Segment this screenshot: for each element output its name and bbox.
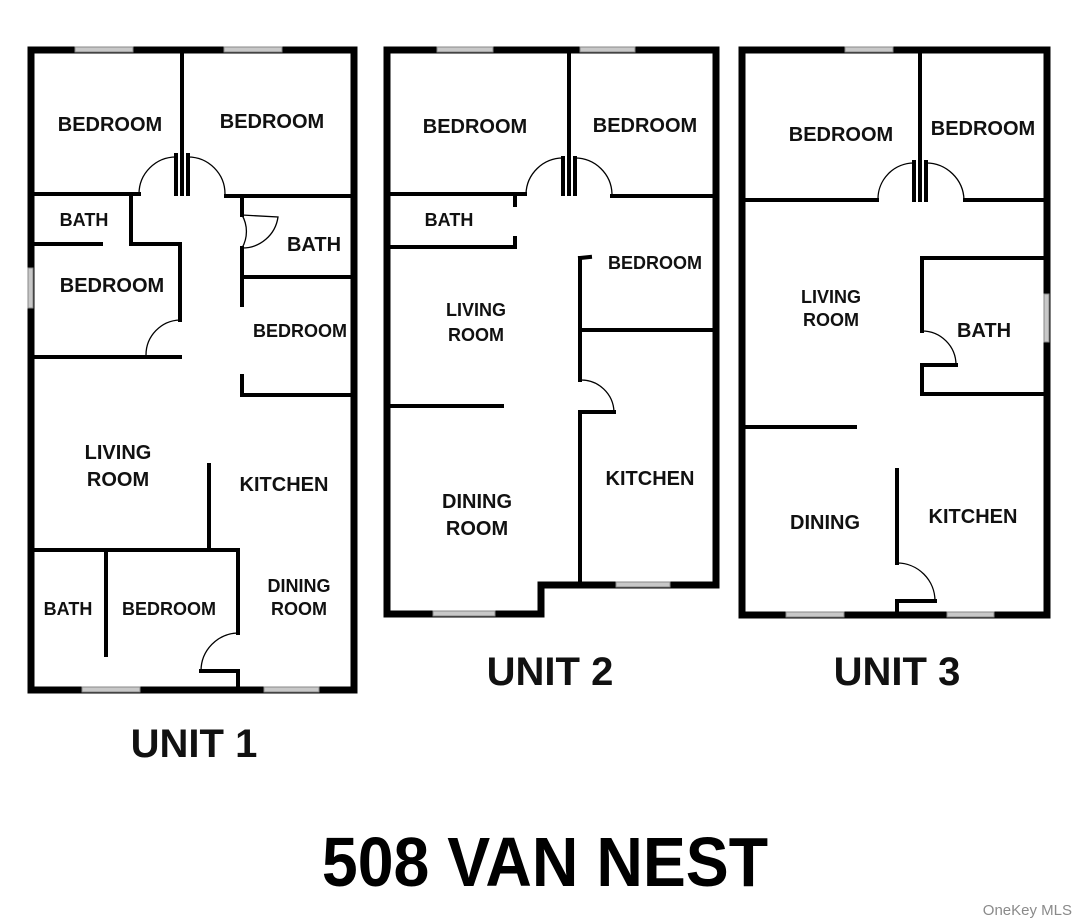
door-swing-icon	[877, 162, 965, 602]
room-label-bath: BATH	[60, 210, 109, 230]
room-label-kitchen: KITCHEN	[606, 468, 695, 490]
room-label-bedroom: BEDROOM	[423, 116, 527, 138]
room-label-bedroom: BEDROOM	[608, 253, 702, 273]
room-label-living-line1: LIVING	[446, 300, 506, 320]
room-label-bedroom: BEDROOM	[220, 111, 324, 133]
room-label-bedroom: BEDROOM	[593, 115, 697, 137]
room-label-bedroom: BEDROOM	[60, 275, 164, 297]
room-label-dining-line1: DINING	[268, 576, 331, 596]
room-label-living-line1: LIVING	[85, 442, 152, 464]
unit-2-label: UNIT 2	[486, 650, 614, 694]
window	[844, 46, 894, 53]
window	[785, 611, 845, 618]
unit-3-label: UNIT 3	[833, 650, 961, 694]
room-label-bedroom: BEDROOM	[789, 124, 893, 146]
room-label-dining: DINING	[790, 512, 860, 534]
unit-1-plan	[27, 46, 358, 694]
room-label-bedroom: BEDROOM	[253, 321, 347, 341]
room-label-bath: BATH	[44, 599, 93, 619]
room-label-kitchen: KITCHEN	[929, 506, 1018, 528]
unit-2-plan	[383, 46, 720, 618]
window	[223, 46, 283, 53]
unit-3-plan	[738, 46, 1051, 619]
room-label-bath: BATH	[287, 234, 341, 256]
window	[1043, 293, 1050, 343]
door-swing-icon	[138, 156, 279, 672]
window	[263, 686, 320, 693]
window	[81, 686, 141, 693]
window	[579, 46, 636, 53]
room-label-bath: BATH	[957, 320, 1011, 342]
unit-3-interior-walls	[742, 50, 1047, 615]
window	[74, 46, 134, 53]
room-label-living-line2: ROOM	[87, 469, 149, 491]
room-label-bedroom: BEDROOM	[122, 599, 216, 619]
unit-1-exterior-wall	[27, 46, 358, 694]
page-title: 508 VAN NEST	[321, 823, 769, 901]
room-label-bedroom: BEDROOM	[931, 118, 1035, 140]
room-label-dining-line1: DINING	[442, 491, 512, 513]
unit-2-exterior-wall	[383, 46, 720, 618]
watermark: OneKey MLS	[982, 902, 1072, 919]
unit-2-interior-walls	[387, 50, 716, 585]
window	[946, 611, 995, 618]
room-label-bedroom: BEDROOM	[58, 114, 162, 136]
room-label-living-line2: ROOM	[803, 310, 859, 330]
window	[436, 46, 494, 53]
room-label-kitchen: KITCHEN	[240, 474, 329, 496]
window	[27, 267, 34, 309]
window	[615, 581, 671, 588]
unit-1-interior-walls	[31, 50, 354, 690]
room-label-dining-line2: ROOM	[271, 599, 327, 619]
room-label-living-line2: ROOM	[448, 325, 504, 345]
room-label-dining-line2: ROOM	[446, 518, 508, 540]
room-label-bath: BATH	[425, 210, 474, 230]
room-label-living-line1: LIVING	[801, 287, 861, 307]
unit-1-label: UNIT 1	[130, 722, 258, 766]
door-swing-icon	[525, 157, 615, 413]
window	[432, 610, 496, 617]
